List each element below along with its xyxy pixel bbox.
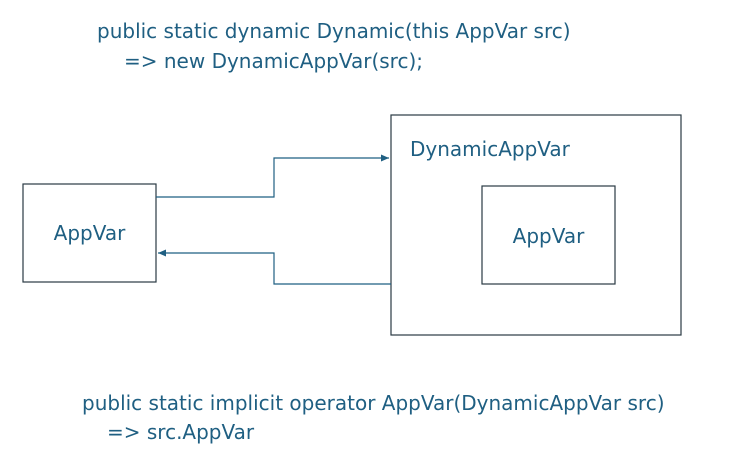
code-bottom-line-2: => src.AppVar (107, 420, 255, 444)
appvar-left-label: AppVar (54, 221, 126, 245)
dynamic-appvar-label: DynamicAppVar (410, 137, 571, 161)
arrow-to-dynamic (156, 154, 389, 198)
code-top-line-2: => new DynamicAppVar(src); (124, 49, 423, 73)
appvar-inner-label: AppVar (513, 224, 585, 248)
arrow-to-appvar (158, 249, 391, 285)
code-top-line-1: public static dynamic Dynamic(this AppVa… (97, 19, 571, 43)
appvar-inner-box (481, 185, 616, 285)
code-bottom-line-1: public static implicit operator AppVar(D… (82, 391, 665, 415)
appvar-left-box (22, 183, 157, 283)
